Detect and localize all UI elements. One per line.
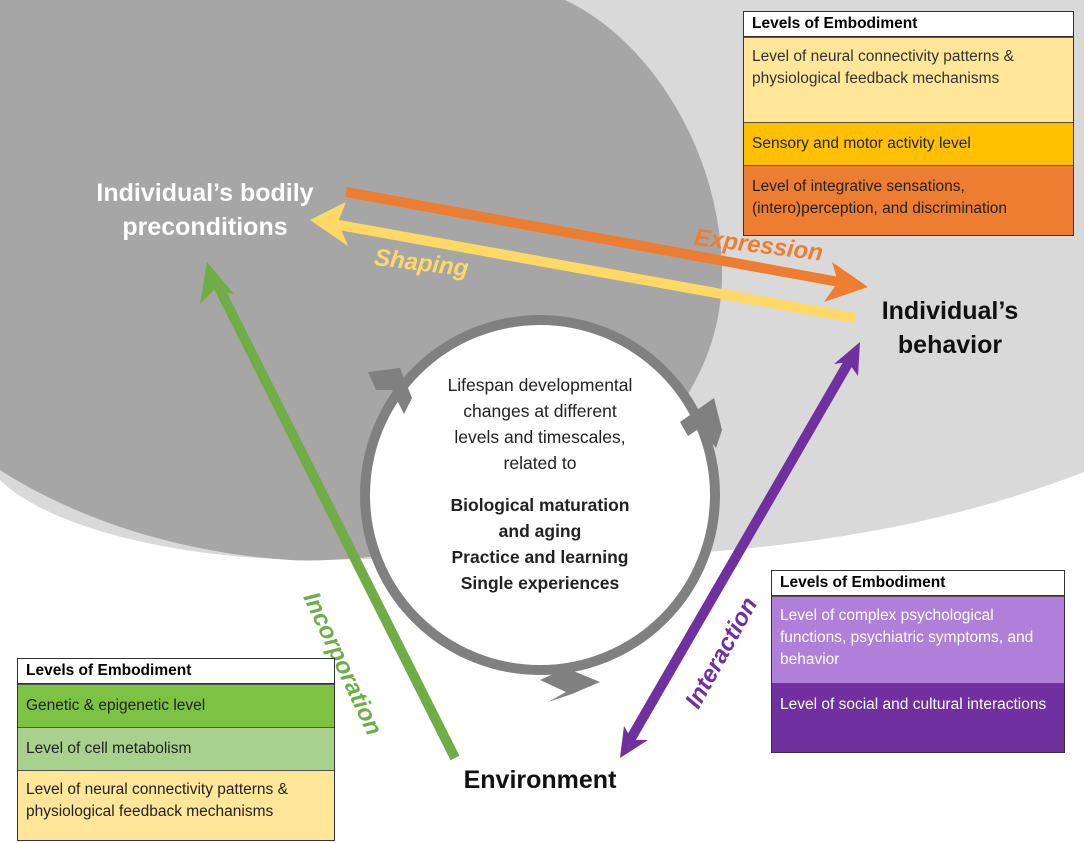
node-bodily-preconditions: Individual’s bodily preconditions xyxy=(60,176,350,244)
expression-arrow-head xyxy=(824,262,868,302)
levels-table-interaction: Levels of Embodiment Level of complex ps… xyxy=(771,570,1065,753)
level-row: Level of complex psychological functions… xyxy=(772,596,1064,683)
cycle-chevron-top xyxy=(368,368,412,414)
levels-table-expression: Levels of Embodiment Level of neural con… xyxy=(743,11,1074,236)
level-row: Sensory and motor activity level xyxy=(744,122,1073,165)
cycle-chevron-bottom xyxy=(540,668,600,702)
interaction-arrow-head-top xyxy=(834,342,860,376)
level-row: Level of social and cultural interaction… xyxy=(772,683,1064,752)
level-row: Level of cell metabolism xyxy=(18,727,334,770)
level-row: Level of neural connectivity patterns & … xyxy=(18,770,334,840)
levels-table-title: Levels of Embodiment xyxy=(744,12,1073,37)
cycle-line-4: related to xyxy=(503,453,577,473)
cycle-line-2: changes at different xyxy=(463,401,617,421)
cycle-gap xyxy=(405,476,675,492)
shaping-arrow-head xyxy=(310,202,348,246)
level-row: Level of neural connectivity patterns & … xyxy=(744,37,1073,122)
levels-table-title: Levels of Embodiment xyxy=(18,659,334,684)
incorporation-arrow-shaft xyxy=(210,277,460,761)
cycle-bold-3: Practice and learning xyxy=(451,547,629,567)
cycle-description: Lifespan developmental changes at differ… xyxy=(405,372,675,596)
cycle-bold-4: Single experiences xyxy=(460,573,620,593)
node-environment: Environment xyxy=(463,766,617,794)
behavior-label-line1: Individual’s xyxy=(881,297,1019,325)
behavior-label-line2: behavior xyxy=(897,331,1003,359)
bodily-label-line1: Individual’s bodily xyxy=(96,179,314,207)
cycle-bold-2: and aging xyxy=(498,521,582,541)
cycle-line-1: Lifespan developmental xyxy=(447,375,633,395)
cycle-line-3: levels and timescales, xyxy=(454,427,626,447)
development-cycle xyxy=(360,315,720,675)
bodily-label-line2: preconditions xyxy=(122,213,288,241)
interaction-arrow-head-bottom xyxy=(620,726,648,758)
cycle-chevron-right xyxy=(680,398,722,448)
levels-table-incorporation: Levels of Embodiment Genetic & epigeneti… xyxy=(17,658,335,841)
shaping-arrow-shaft xyxy=(327,218,856,323)
level-row: Level of integrative sensations, (intero… xyxy=(744,165,1073,235)
incorporation-arrow-head xyxy=(200,262,234,304)
node-individual-behavior: Individual’s behavior xyxy=(850,294,1050,362)
levels-table-title: Levels of Embodiment xyxy=(772,571,1064,596)
expression-arrow-shaft xyxy=(345,187,851,289)
level-row: Genetic & epigenetic level xyxy=(18,684,334,727)
cycle-bold-1: Biological maturation xyxy=(450,495,630,515)
interaction-arrow-shaft xyxy=(625,357,855,743)
